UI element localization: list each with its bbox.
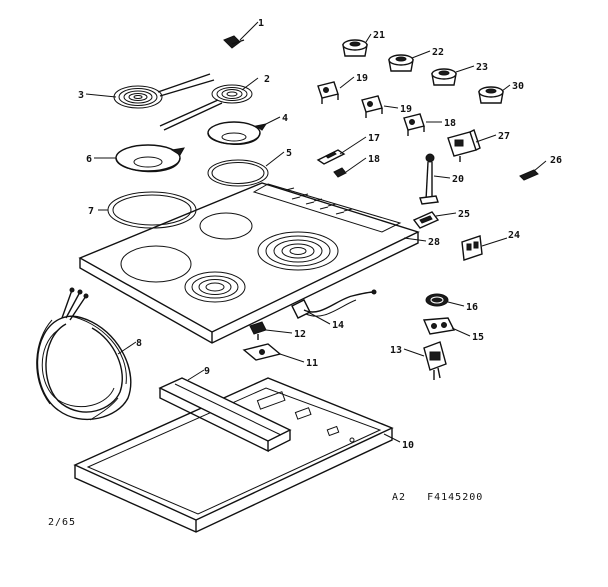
model-code: A2 F4145200 <box>392 492 483 503</box>
callout-9: 9 <box>204 366 210 377</box>
callout-15: 15 <box>472 332 484 343</box>
callout-30: 30 <box>512 81 524 92</box>
surface-element-right <box>159 84 253 131</box>
callout-23: 23 <box>476 62 488 73</box>
installed-element-right <box>257 231 339 271</box>
terminal-block-24 <box>461 235 483 261</box>
page-ref: 2/65 <box>48 517 76 528</box>
switch-19b <box>361 95 383 118</box>
trim-ring-small <box>207 159 269 187</box>
drip-pan-small <box>207 121 268 145</box>
leader-lines <box>85 21 547 443</box>
callout-6: 6 <box>86 154 92 165</box>
callout-19: 19 <box>356 73 368 84</box>
callout-18: 18 <box>444 118 456 129</box>
cooktop-top <box>78 182 420 344</box>
screw-1 <box>223 35 245 49</box>
knob-22 <box>388 54 414 72</box>
callout-27: 27 <box>498 131 510 142</box>
callout-28: 28 <box>428 237 440 248</box>
receptacle-15 <box>422 317 456 335</box>
plate-11 <box>242 343 282 361</box>
callout-1: 1 <box>258 18 264 29</box>
callout-17: 17 <box>368 133 380 144</box>
installed-element-front <box>184 271 246 303</box>
lamp-assembly-20 <box>419 153 439 205</box>
trim-ring-large <box>107 191 197 229</box>
callout-26: 26 <box>550 155 562 166</box>
callout-2: 2 <box>264 74 270 85</box>
plug-16 <box>425 293 449 307</box>
surface-element-left <box>113 73 215 109</box>
callout-13: 13 <box>390 345 402 356</box>
callout-3: 3 <box>78 90 84 101</box>
knob-23 <box>431 68 457 86</box>
callout-7: 7 <box>88 206 94 217</box>
callout-25: 25 <box>458 209 470 220</box>
callout-5: 5 <box>286 148 292 159</box>
switch-13 <box>423 341 447 380</box>
callout-14: 14 <box>332 320 344 331</box>
callout-18b: 18 <box>368 154 380 165</box>
bottom-pan <box>73 377 394 533</box>
callout-16: 16 <box>466 302 478 313</box>
terminal-14 <box>291 289 377 319</box>
callout-21: 21 <box>373 30 385 41</box>
callout-12: 12 <box>294 329 306 340</box>
switch-18 <box>403 113 425 136</box>
callout-8: 8 <box>136 338 142 349</box>
callout-labels: 1 2 3 4 5 6 7 8 9 10 11 12 13 14 15 16 1… <box>78 18 562 451</box>
screw-18b <box>333 167 347 178</box>
knob-21 <box>342 39 368 57</box>
callout-10: 10 <box>402 440 414 451</box>
bracket <box>158 377 292 453</box>
drip-pan-large <box>115 144 185 173</box>
clip-17 <box>316 149 346 165</box>
knob-30 <box>478 86 504 104</box>
screw-12 <box>249 321 267 340</box>
callout-19b: 19 <box>400 104 412 115</box>
callout-4: 4 <box>282 113 288 124</box>
wiring-harness <box>36 287 132 421</box>
bracket-25 <box>412 211 440 229</box>
switch-19 <box>317 81 339 104</box>
callout-20: 20 <box>452 174 464 185</box>
callout-22: 22 <box>432 47 444 58</box>
screw-26 <box>519 169 539 181</box>
callout-24: 24 <box>508 230 520 241</box>
control-panel-marks <box>285 187 353 215</box>
callout-11: 11 <box>306 358 318 369</box>
infinite-switch <box>447 129 481 162</box>
